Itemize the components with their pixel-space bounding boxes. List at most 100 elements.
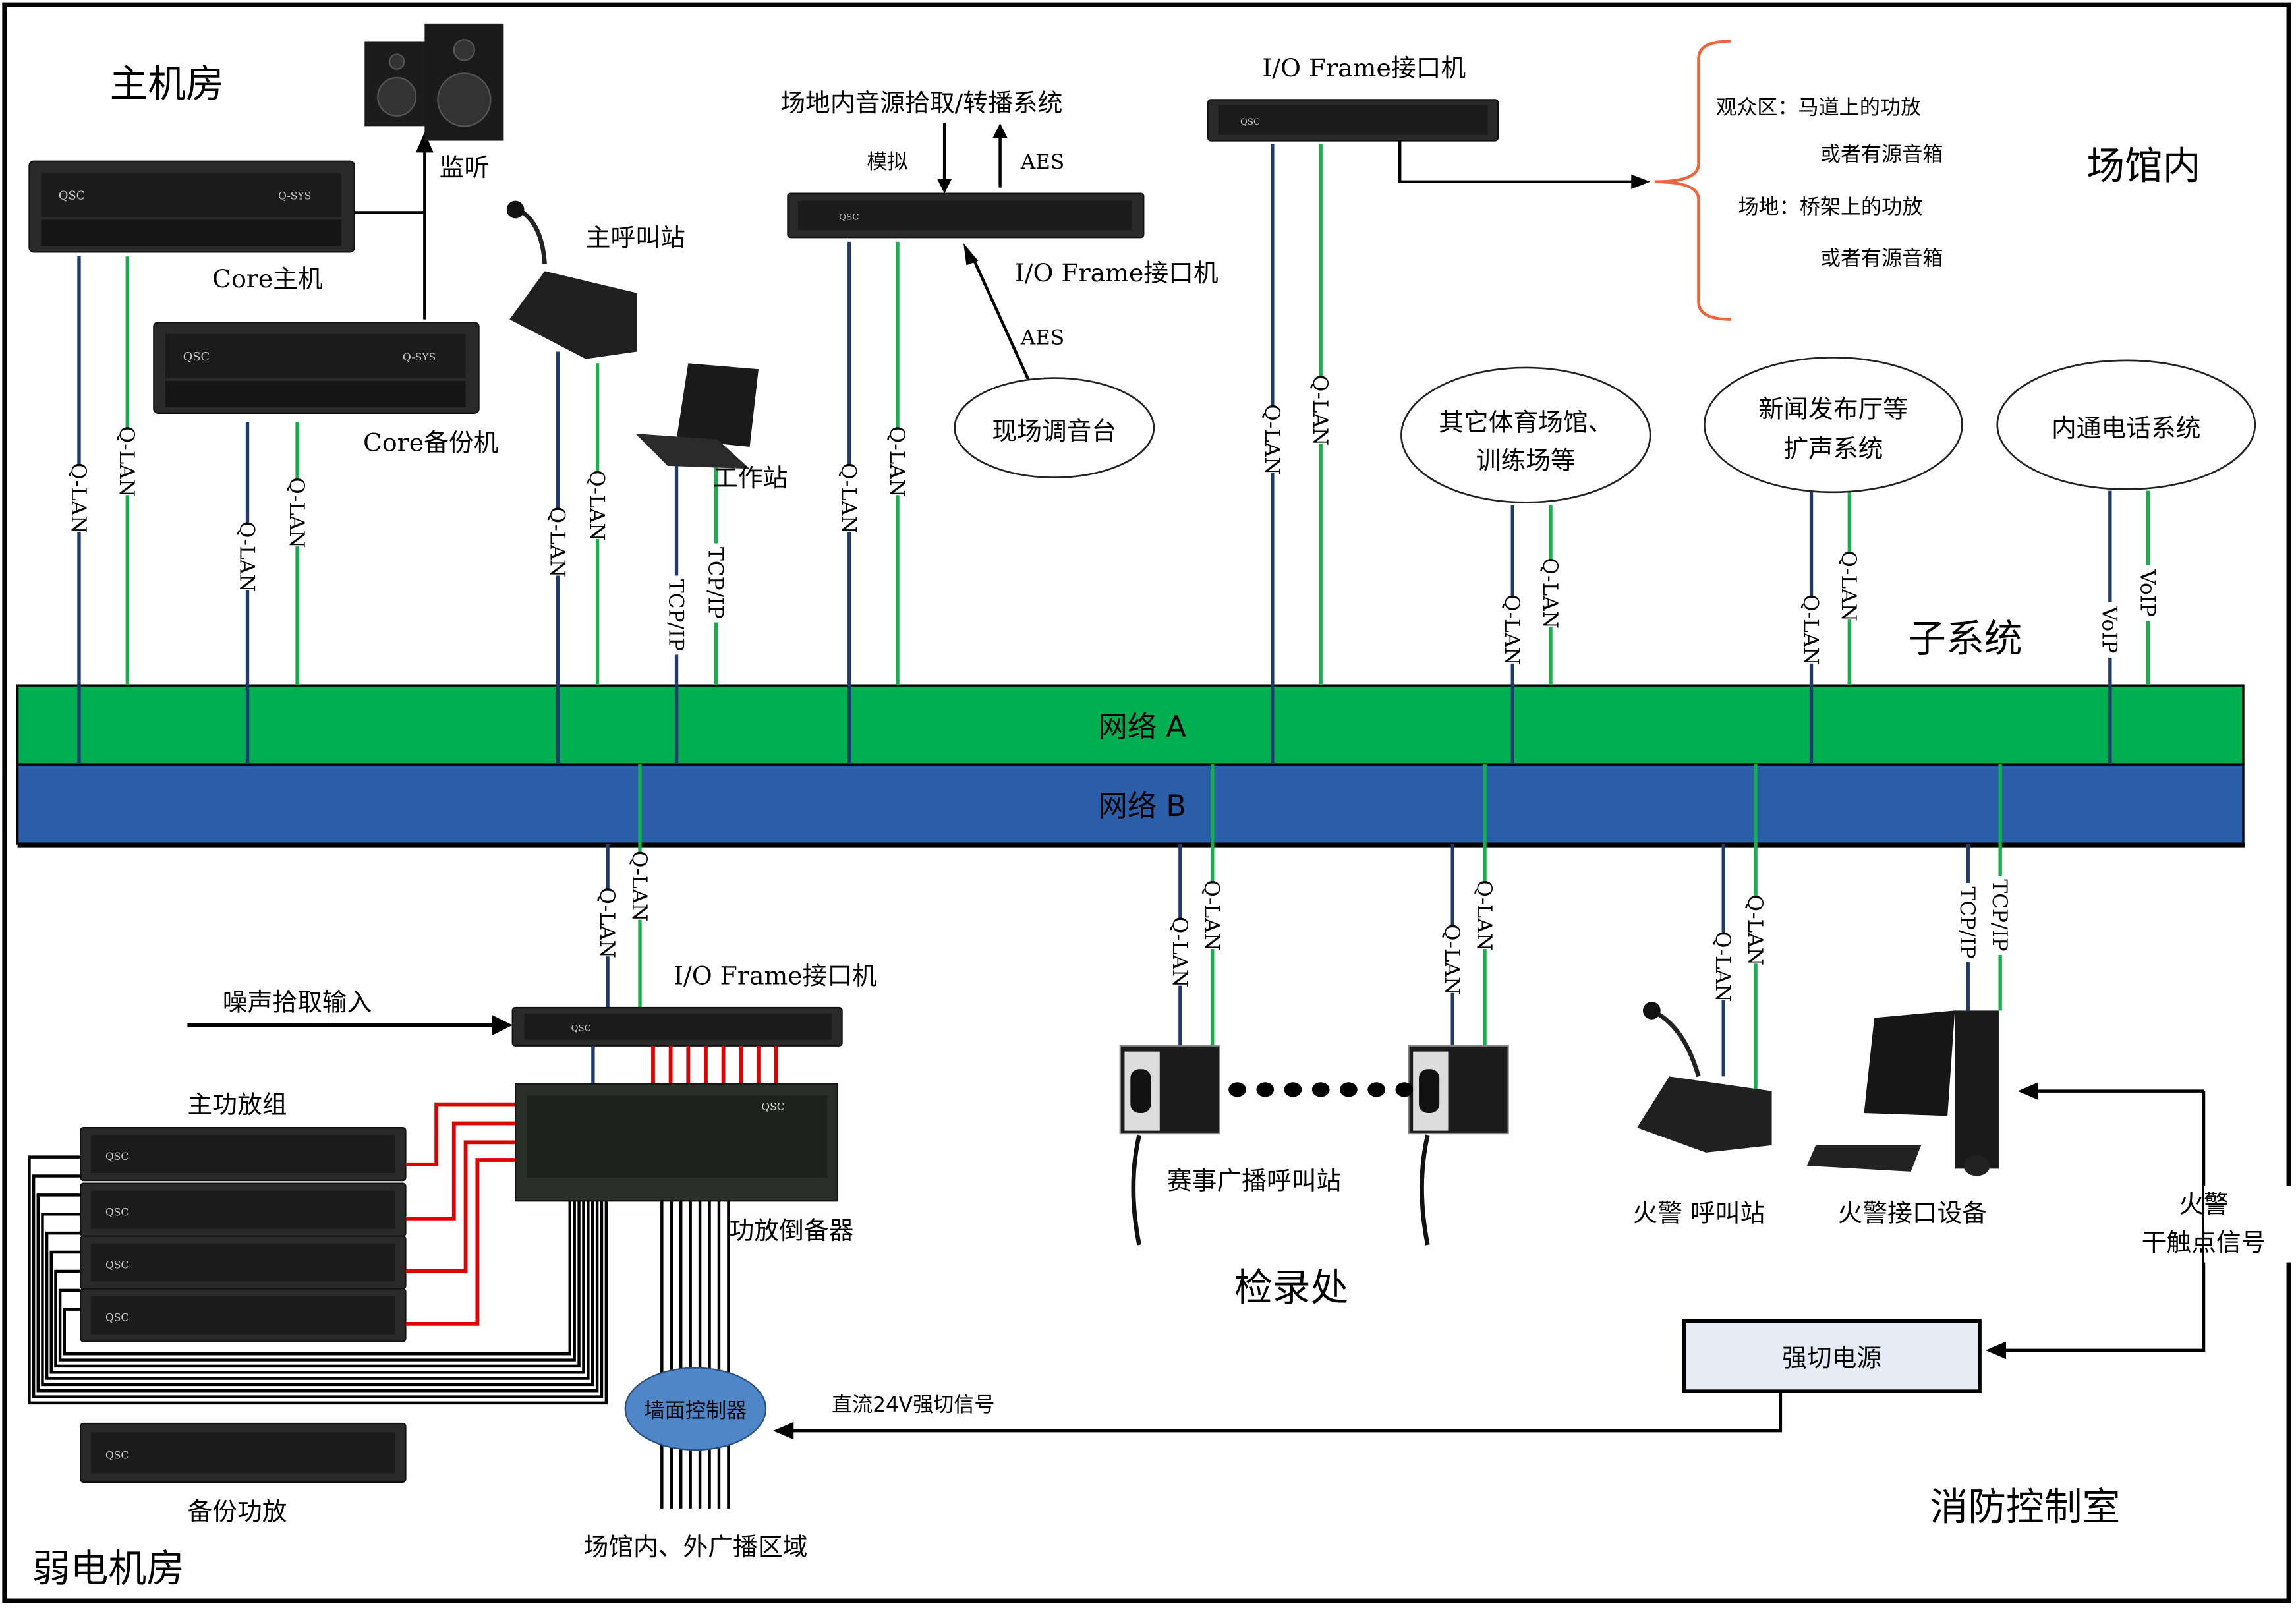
backup-amp-device[interactable]: QSC — [80, 1422, 407, 1483]
link-label: Q-LAN — [1200, 880, 1224, 950]
frame-to-switcher-links — [591, 1045, 778, 1084]
main-amp-3[interactable]: QSC — [80, 1235, 407, 1290]
broadcast-zone-wires — [660, 1201, 730, 1509]
amp-switcher-device[interactable]: QSC — [515, 1083, 839, 1202]
event-call-station-2[interactable] — [1408, 1045, 1509, 1246]
link-label: Q-LAN — [1837, 550, 1860, 621]
svg-text:Q-SYS: Q-SYS — [403, 351, 436, 363]
backup-amp-label: 备份功放 — [187, 1497, 287, 1526]
network-b-label: 网络 B — [1098, 790, 1186, 823]
svg-text:QSC: QSC — [105, 1259, 129, 1271]
svg-text:QSC: QSC — [761, 1101, 784, 1112]
fire-interface-computer-icon[interactable] — [1806, 1010, 1999, 1176]
zone-venue-inside: 场馆内 — [2086, 143, 2200, 188]
fire-interface-label: 火警接口设备 — [1838, 1198, 1988, 1227]
link-label: Q-LAN — [1260, 404, 1284, 474]
intercom-cloud — [1996, 359, 2256, 490]
main-amp-1[interactable]: QSC — [80, 1127, 407, 1182]
svg-text:QSC: QSC — [105, 1311, 129, 1323]
io-frame-1-label: I/O Frame接口机 — [1015, 258, 1219, 287]
io-frame-2-device[interactable]: QSC — [1207, 99, 1499, 142]
svg-text:QSC: QSC — [839, 213, 859, 223]
audience-target-2: 或者有源音箱 — [1820, 143, 1943, 167]
broadcast-zones-label: 场馆内、外广播区域 — [583, 1532, 807, 1561]
network-b-bar — [16, 763, 2245, 845]
svg-text:QSC: QSC — [105, 1151, 129, 1163]
link-label: VoIP — [2098, 606, 2121, 654]
zone-weak-current-room: 弱电机房 — [32, 1546, 185, 1591]
network-a-label: 网络 A — [1098, 710, 1186, 744]
main-call-station-icon[interactable] — [506, 200, 637, 359]
zone-main-room: 主机房 — [110, 61, 224, 106]
core-main-device[interactable]: QSC Q-SYS — [28, 160, 355, 253]
svg-text:QSC: QSC — [59, 189, 85, 202]
intercom-label: 内通电话系统 — [2052, 413, 2201, 442]
core-backup-device[interactable]: QSC Q-SYS — [153, 321, 480, 414]
svg-text:QSC: QSC — [183, 351, 210, 364]
live-console-cloud — [954, 377, 1155, 478]
amp-output-wires — [28, 1155, 608, 1405]
link-label: Q-LAN — [235, 521, 258, 592]
main-amp-2[interactable]: QSC — [80, 1182, 407, 1237]
link-label: Q-LAN — [1440, 924, 1464, 994]
zone-check-in: 检录处 — [1234, 1265, 1348, 1309]
link-label: Q-LAN — [1798, 594, 1822, 665]
monitor-speakers-icon — [364, 23, 504, 141]
aes-in-label: AES — [1020, 326, 1064, 349]
press-label-1: 新闻发布厅等 — [1759, 395, 1909, 424]
noise-input-label: 噪声拾取输入 — [223, 987, 372, 1016]
link-label: VoIP — [2135, 569, 2159, 617]
main-amp-group-label: 主功放组 — [187, 1090, 287, 1119]
link-label: Q-LAN — [1711, 931, 1735, 1002]
link-label: Q-LAN — [115, 426, 138, 496]
link-label: Q-LAN — [585, 470, 608, 540]
amp-switcher-label: 功放倒备器 — [730, 1216, 854, 1245]
venue-bracket — [1654, 40, 1731, 321]
core-backup-label: Core备份机 — [363, 428, 498, 457]
amp-to-switcher-links — [405, 1102, 516, 1326]
fire-call-station-icon[interactable] — [1637, 1002, 1772, 1153]
core-main-label: Core主机 — [212, 264, 323, 293]
fire-dry-contact-label-2: 干触点信号 — [2142, 1228, 2266, 1257]
press-cloud — [1704, 357, 1963, 494]
zone-fire-control-room: 消防控制室 — [1930, 1485, 2121, 1530]
svg-text:Q-SYS: Q-SYS — [278, 190, 311, 202]
svg-text:QSC: QSC — [105, 1206, 129, 1218]
press-label-2: 扩声系统 — [1783, 434, 1883, 463]
main-amp-4[interactable]: QSC — [80, 1288, 407, 1342]
other-venues-cloud — [1400, 366, 1651, 503]
audience-target-1: 观众区：马道上的功放 — [1716, 96, 1921, 120]
link-label: Q-LAN — [837, 463, 861, 533]
wall-controller-cloud[interactable] — [624, 1367, 767, 1451]
link-label: Q-LAN — [67, 463, 90, 533]
link-label: Q-LAN — [1168, 917, 1191, 987]
live-console-label: 现场调音台 — [992, 417, 1116, 446]
svg-text:QSC: QSC — [105, 1449, 129, 1461]
other-venues-label-2: 训练场等 — [1476, 446, 1576, 474]
field-target-2: 或者有源音箱 — [1820, 246, 1943, 270]
event-call-station-1[interactable] — [1119, 1045, 1220, 1246]
workstation-laptop-icon[interactable] — [635, 363, 759, 469]
main-amp-group: QSC QSC QSC QSC — [80, 1127, 407, 1342]
zone-subsystems: 子系统 — [1908, 616, 2022, 661]
link-label: Q-LAN — [1538, 558, 1562, 628]
link-label: Q-LAN — [595, 887, 619, 958]
other-venues-label-1: 其它体育场馆、 — [1439, 408, 1613, 437]
link-label: TCP/IP — [1955, 887, 1979, 959]
link-label: Q-LAN — [1743, 894, 1767, 965]
io-frame-1-device[interactable]: QSC — [787, 192, 1145, 239]
link-label: Q-LAN — [285, 477, 308, 548]
forced-power-box[interactable] — [1682, 1319, 1982, 1393]
svg-text:QSC: QSC — [1240, 117, 1260, 127]
call-station-ellipsis — [1228, 1082, 1414, 1097]
link-label: Q-LAN — [1472, 880, 1496, 950]
dc24-signal-label: 直流24V强切信号 — [832, 1393, 994, 1417]
aes-out-label: AES — [1020, 150, 1064, 174]
workstation-label: 工作站 — [713, 463, 788, 492]
link-label: TCP/IP — [1988, 879, 2011, 951]
field-target-1: 场地：桥架上的功放 — [1738, 196, 1922, 219]
monitor-label: 监听 — [440, 153, 490, 182]
io-frame-3-device[interactable]: QSC — [511, 1006, 843, 1047]
